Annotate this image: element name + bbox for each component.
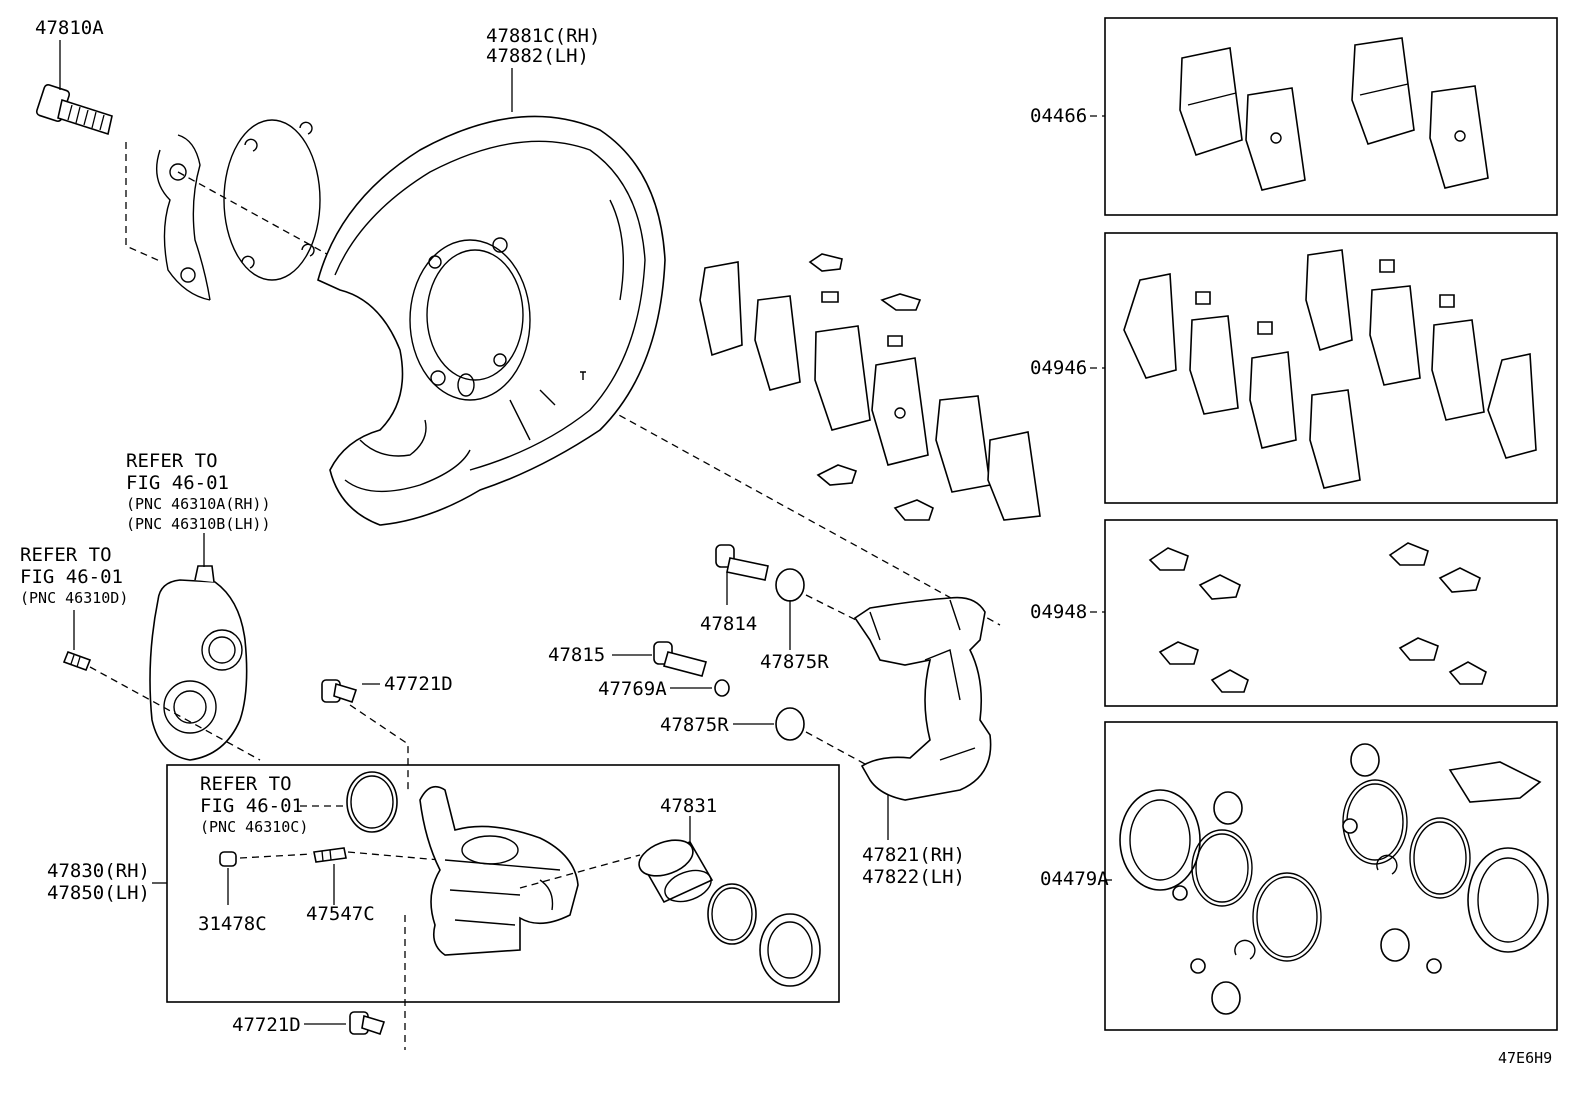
label-47721D-top: 47721D xyxy=(384,673,453,695)
refer3-line1: REFER TO xyxy=(200,773,292,795)
caliper-bolt-47721D-bottom[interactable] xyxy=(349,1011,386,1036)
label-47815: 47815 xyxy=(548,644,605,666)
piston-47831[interactable] xyxy=(634,833,715,907)
label-47821: 47821(RH) xyxy=(862,844,965,866)
pad-kit-04466[interactable] xyxy=(1179,37,1489,191)
refer2-line1: REFER TO xyxy=(20,544,112,566)
box-04466 xyxy=(1104,17,1558,216)
label-31478C: 31478C xyxy=(198,913,267,935)
piston-seal[interactable] xyxy=(707,883,757,945)
pin-boot-47875R-bottom[interactable] xyxy=(775,707,805,741)
hub-bolt-47810A[interactable] xyxy=(35,84,113,136)
bleeder-plug-47547C[interactable] xyxy=(313,847,347,863)
label-47547C: 47547C xyxy=(306,903,375,925)
slide-pin-47815[interactable] xyxy=(653,641,707,677)
caliper-o-ring[interactable] xyxy=(346,771,398,833)
label-47881C: 47881C(RH) xyxy=(486,25,600,47)
pin-boot-47875R-top[interactable] xyxy=(775,568,805,602)
label-47721D-bottom: 47721D xyxy=(232,1014,301,1036)
refer1-line3: (PNC 46310A(RH)) xyxy=(126,495,271,513)
clip-kit-04948[interactable] xyxy=(1148,542,1487,693)
actuator-screw[interactable] xyxy=(62,650,92,672)
label-47831: 47831 xyxy=(660,795,717,817)
piston-boot[interactable] xyxy=(759,913,821,987)
shim-kit-04946[interactable] xyxy=(1123,249,1537,489)
refer3-line3: (PNC 46310C) xyxy=(200,818,308,836)
box-04948 xyxy=(1104,519,1558,707)
label-47814: 47814 xyxy=(700,613,757,635)
label-04479A: 04479A xyxy=(1040,868,1109,890)
label-47875R-b: 47875R xyxy=(660,714,729,736)
label-47882: 47882(LH) xyxy=(486,45,589,67)
label-47769A: 47769A xyxy=(598,678,667,700)
parking-actuator[interactable] xyxy=(149,565,248,761)
hub-outline xyxy=(156,119,321,301)
box-04479A xyxy=(1104,721,1558,1031)
label-04466: 04466 xyxy=(1030,105,1087,127)
label-47822: 47822(LH) xyxy=(862,866,965,888)
caliper-bolt-47721D-top[interactable] xyxy=(321,679,358,704)
refer2-line3: (PNC 46310D) xyxy=(20,589,128,607)
label-04948: 04948 xyxy=(1030,601,1087,623)
center-pad-set[interactable] xyxy=(699,253,1041,521)
refer3-line2: FIG 46-01 xyxy=(200,795,303,817)
dust-shield[interactable] xyxy=(317,115,666,526)
seal-kit-04479A[interactable] xyxy=(1119,743,1549,1015)
label-47830: 47830(RH) xyxy=(47,860,150,882)
refer1-line2: FIG 46-01 xyxy=(126,472,229,494)
slide-pin-47814[interactable] xyxy=(715,544,769,581)
bushing-47769A[interactable] xyxy=(714,679,730,697)
refer1-line4: (PNC 46310B(LH)) xyxy=(126,515,271,533)
refer1-line1: REFER TO xyxy=(126,450,218,472)
mounting-bracket[interactable] xyxy=(853,596,992,801)
label-04946: 04946 xyxy=(1030,357,1087,379)
refer2-line2: FIG 46-01 xyxy=(20,566,123,588)
caliper-body[interactable] xyxy=(419,785,579,956)
label-47875R-a: 47875R xyxy=(760,651,829,673)
label-47850: 47850(LH) xyxy=(47,882,150,904)
bleeder-cap-31478C[interactable] xyxy=(219,851,237,867)
diagram-code: 47E6H9 xyxy=(1498,1049,1552,1067)
label-47810A: 47810A xyxy=(35,17,104,39)
